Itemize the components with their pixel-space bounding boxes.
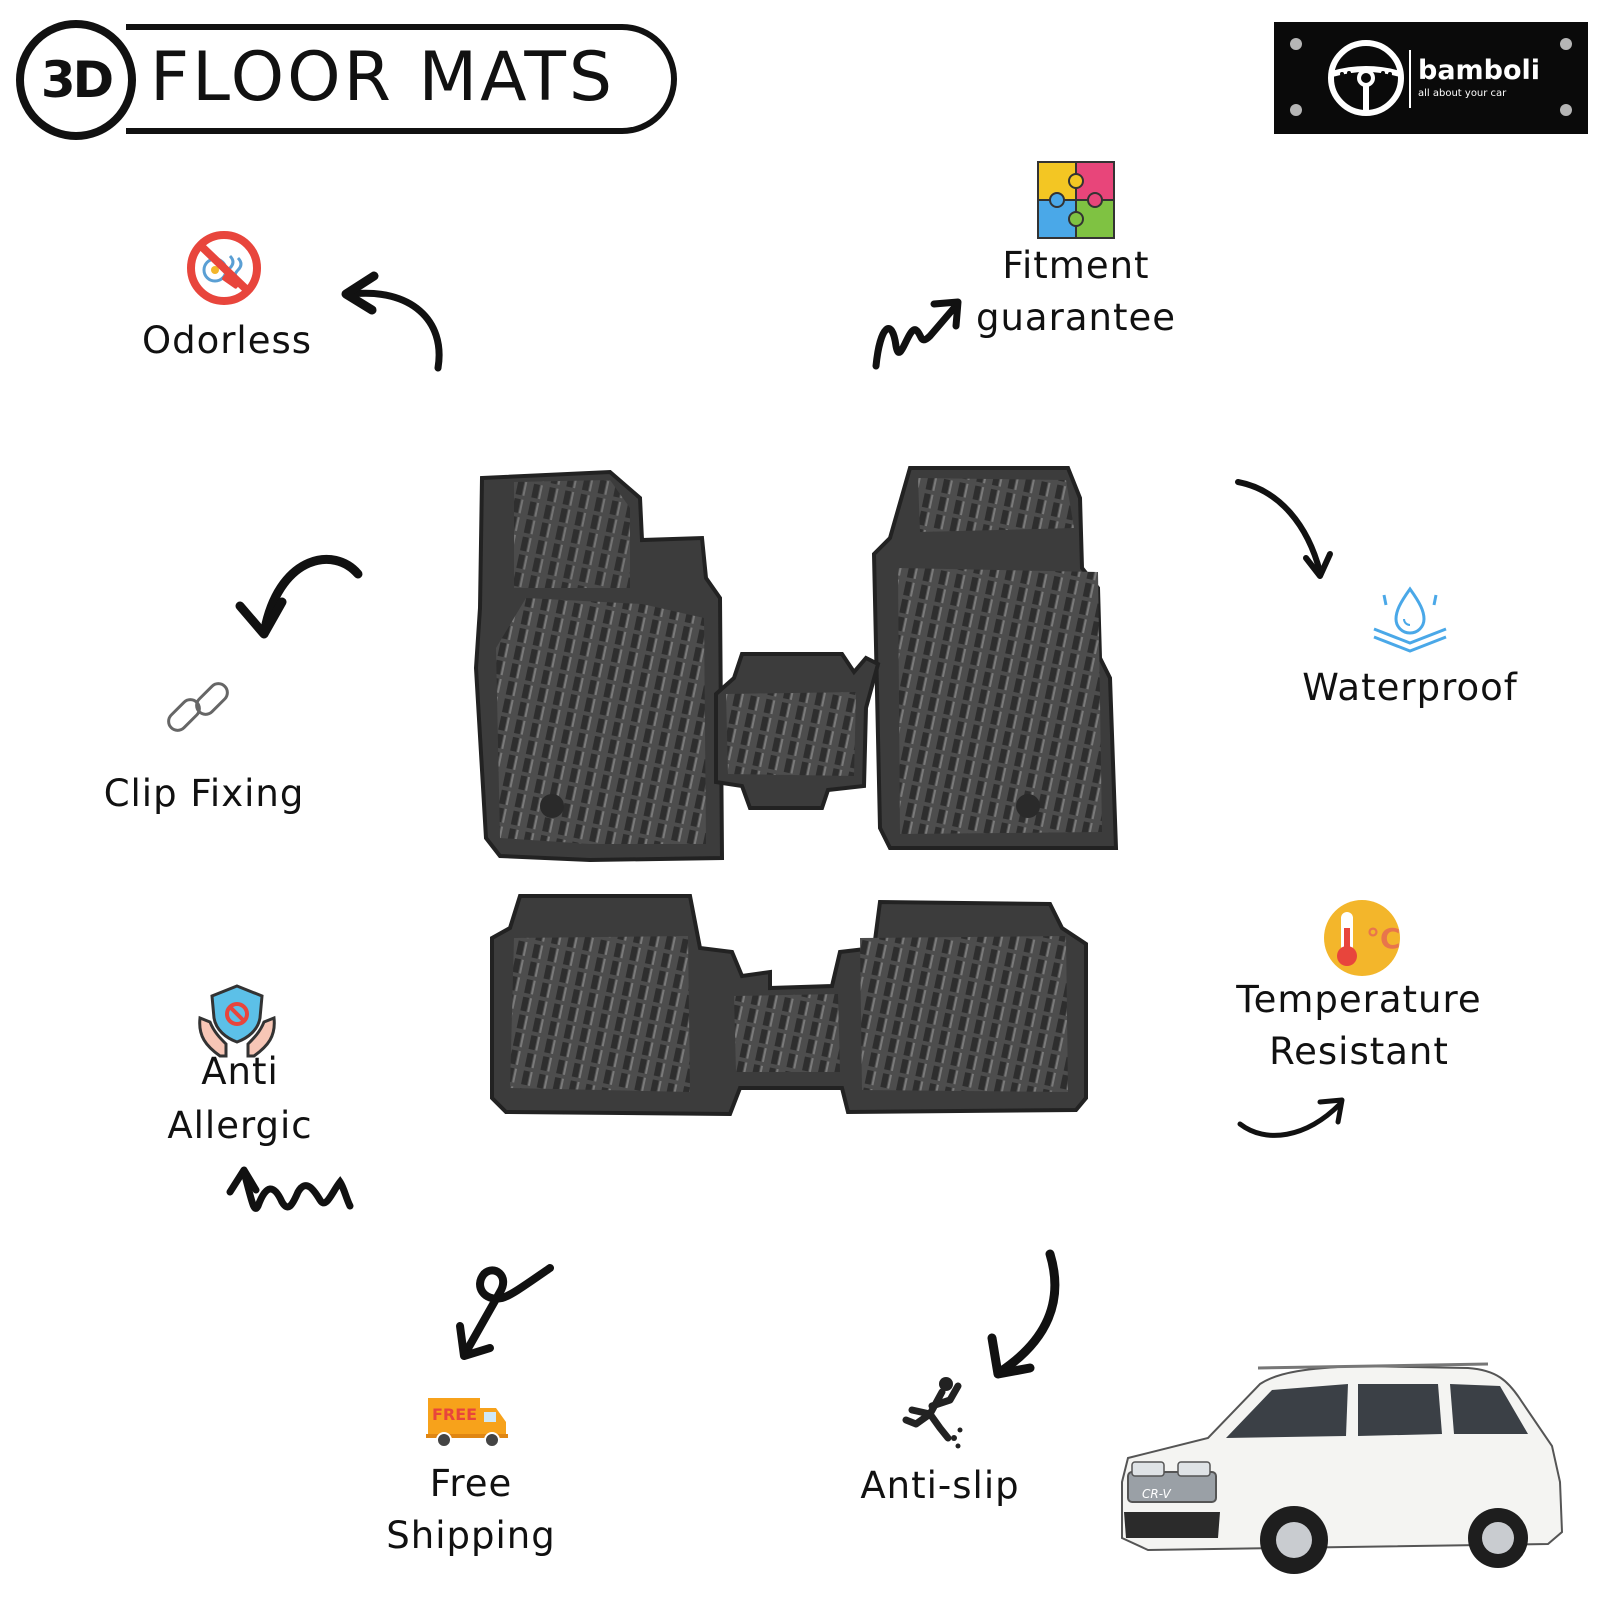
zigzag-arrow-icon xyxy=(872,298,962,370)
feature-temperature-line1: Temperature xyxy=(1236,978,1482,1021)
curved-arrow-icon xyxy=(341,271,443,372)
shield-hands-icon xyxy=(198,984,276,1058)
water-drop-icon xyxy=(1373,586,1447,653)
feature-waterproof: Waterproof xyxy=(1302,666,1518,709)
curved-arrow-icon xyxy=(1235,479,1333,579)
brand-tagline: all about your car xyxy=(1418,88,1507,99)
steering-wheel-icon xyxy=(1328,40,1404,116)
slipping-person-icon xyxy=(902,1377,963,1449)
feature-temperature-line2: Resistant xyxy=(1269,1030,1449,1073)
logo-rivet xyxy=(1560,38,1572,50)
looped-arrow-icon xyxy=(456,1264,554,1360)
page-title: FLOOR MATS xyxy=(150,38,616,117)
title-pill-outline xyxy=(126,24,677,134)
logo-rivet xyxy=(1560,104,1572,116)
svg-text:°C: °C xyxy=(1366,922,1401,955)
curved-arrow-icon xyxy=(987,1249,1060,1379)
thermometer-icon: °C xyxy=(1324,900,1401,976)
front-right-mat xyxy=(871,466,1119,850)
feature-free-shipping-line1: Free xyxy=(429,1462,513,1505)
curved-arrow-icon xyxy=(1237,1097,1345,1138)
truck-free-text: FREE xyxy=(432,1405,477,1424)
logo-rivet xyxy=(1290,104,1302,116)
car-image: CR-V xyxy=(1121,1362,1564,1574)
feature-fitment-line2: guarantee xyxy=(976,296,1176,339)
no-odor-icon xyxy=(187,231,261,305)
feature-free-shipping-line2: Shipping xyxy=(386,1514,556,1557)
car-model-badge: CR-V xyxy=(1142,1487,1172,1501)
feature-fitment-line1: Fitment xyxy=(1002,244,1150,287)
feature-clip-fixing: Clip Fixing xyxy=(103,772,305,815)
logo-rivet xyxy=(1290,38,1302,50)
feature-odorless: Odorless xyxy=(141,319,313,362)
logo-divider xyxy=(1409,50,1411,108)
front-left-mat xyxy=(473,469,725,863)
squiggle-arrow-icon xyxy=(226,1166,354,1212)
delivery-truck-icon: FREE xyxy=(426,1398,508,1448)
curved-arrow-icon xyxy=(235,555,363,639)
center-mat xyxy=(714,652,881,810)
brand-name: bamboli xyxy=(1418,55,1541,86)
feature-anti-allergic-line1: Anti xyxy=(201,1050,279,1093)
brand-logo: bamboli all about your car xyxy=(1274,22,1588,134)
puzzle-icon xyxy=(1037,161,1115,239)
feature-anti-slip: Anti-slip xyxy=(860,1464,1020,1507)
feature-anti-allergic-line2: Allergic xyxy=(167,1104,313,1147)
header-title-block: 3D FLOOR MATS xyxy=(16,20,696,140)
floor-mats-image xyxy=(473,466,1119,1117)
rear-mat xyxy=(490,894,1088,1117)
chain-link-icon xyxy=(167,682,229,732)
3d-badge: 3D xyxy=(16,20,136,140)
